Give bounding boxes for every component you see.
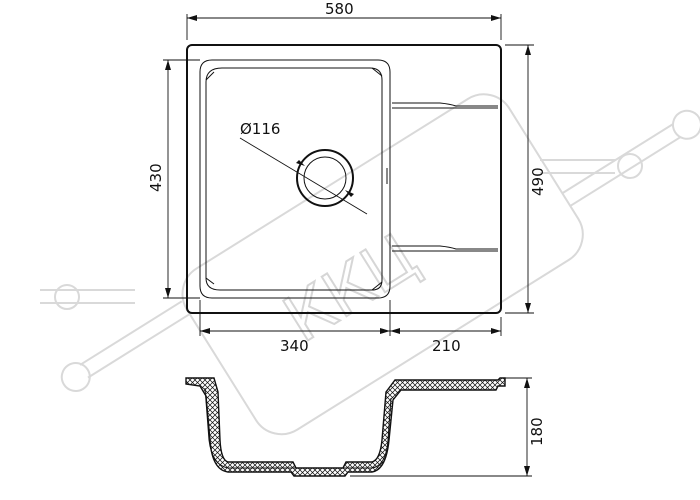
watermark-right-ring xyxy=(671,109,700,140)
section-view xyxy=(185,377,506,477)
drain-outer-circle xyxy=(296,149,354,207)
width-580-label: 580 xyxy=(325,0,354,18)
drainboard-groove-top xyxy=(392,102,498,107)
sink-outer-rim xyxy=(186,44,502,314)
sink-section-shell xyxy=(185,377,506,477)
dimension-height-180: 180 xyxy=(350,377,546,477)
depth-430-label: 430 xyxy=(147,163,165,192)
dimension-depth-490: 490 xyxy=(505,44,547,314)
drainboard-groove-bottom xyxy=(392,245,498,250)
drainboard-width-210-label: 210 xyxy=(432,337,461,355)
bowl-outline xyxy=(199,59,391,299)
depth-490-label: 490 xyxy=(529,167,547,196)
top-view: Ø116 xyxy=(186,44,502,314)
height-180-label: 180 xyxy=(528,417,546,446)
watermark-frame xyxy=(181,93,584,436)
dimension-width-580: 580 xyxy=(186,0,502,40)
drain-diameter-label: Ø116 xyxy=(240,120,280,138)
drain-diameter-leader xyxy=(239,137,368,215)
dimension-bowl-width-340: 340 210 xyxy=(199,300,502,355)
dimension-depth-430: 430 xyxy=(147,59,200,299)
drain-inner-circle xyxy=(303,156,347,200)
bowl-width-340-label: 340 xyxy=(280,337,309,355)
watermark-left-ring xyxy=(60,361,91,392)
watermark-logo: ККЦ xyxy=(60,93,700,436)
